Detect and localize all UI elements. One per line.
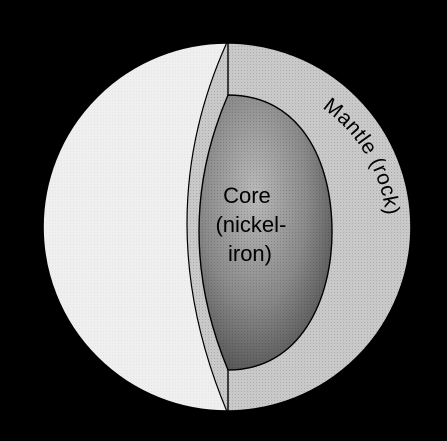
core-label-line-3: iron) [228,241,272,266]
core-label-line-2: (nickel- [215,212,286,237]
core-label-line-1: Core [223,183,271,208]
